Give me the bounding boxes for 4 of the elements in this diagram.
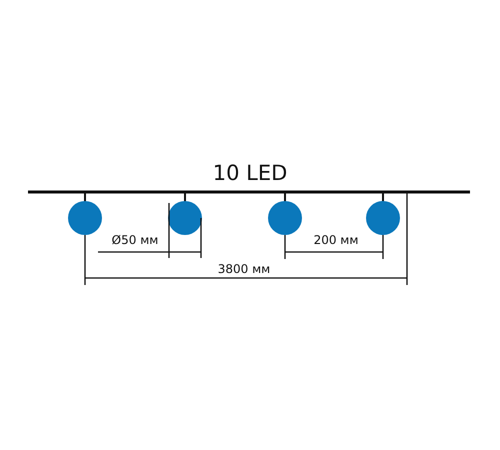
dimension-label: 3800 мм <box>218 262 270 276</box>
dimension-label: Ø50 мм <box>112 233 158 247</box>
diagram-title: 10 LED <box>212 160 288 186</box>
dimension-label: 200 мм <box>314 233 358 247</box>
